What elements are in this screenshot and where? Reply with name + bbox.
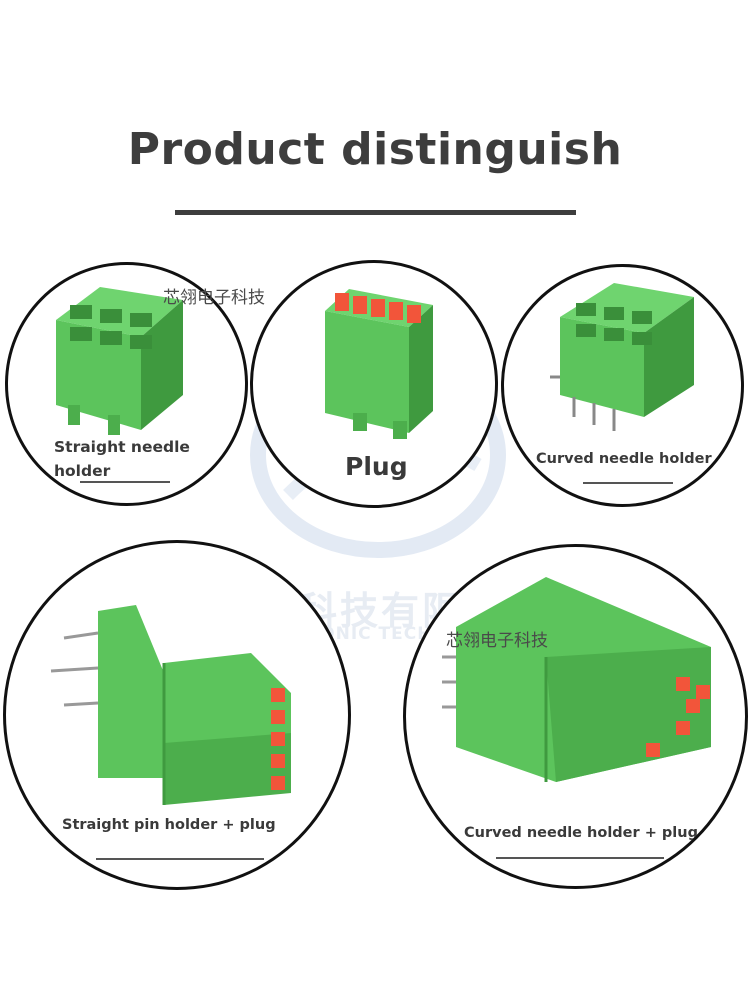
product-circle-straight-needle-holder: Straight needle holder <box>5 262 248 506</box>
label-underline <box>80 481 170 483</box>
product-circle-curved-needle-holder-plug: Curved needle holder + plug <box>403 544 748 889</box>
label-underline <box>583 482 673 484</box>
label-curved-needle-holder-plug: Curved needle holder + plug <box>464 825 698 841</box>
plug-icon <box>325 289 433 439</box>
product-circle-plug: Plug <box>250 260 498 508</box>
straight-pin-holder-plug-icon <box>50 605 291 805</box>
label-straight-needle-holder: Straight needle holder <box>54 438 190 480</box>
watermark-text-top: 芯翎电子科技 <box>163 288 265 308</box>
product-circle-curved-needle-holder: Curved needle holder <box>501 264 744 507</box>
product-circle-straight-pin-holder-plug: Straight pin holder + plug <box>3 540 351 890</box>
label-curved-needle-holder: Curved needle holder <box>536 451 712 467</box>
title-divider <box>175 210 576 215</box>
watermark-text-mid: 芯翎电子科技 <box>446 631 548 651</box>
label-plug: Plug <box>345 452 408 481</box>
curved-needle-holder-plug-icon <box>442 577 711 782</box>
label-underline <box>96 858 264 860</box>
page-title: Product distinguish <box>127 124 623 175</box>
label-underline <box>496 857 664 859</box>
straight-needle-holder-icon <box>56 287 183 435</box>
curved-needle-holder-icon <box>550 283 694 431</box>
label-straight-pin-holder-plug: Straight pin holder + plug <box>62 817 276 833</box>
